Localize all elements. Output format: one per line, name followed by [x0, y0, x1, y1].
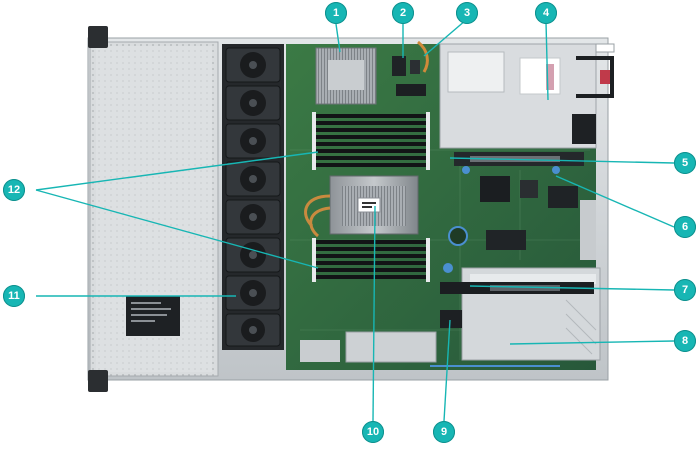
dimm-slots-lower: [312, 238, 430, 282]
callout-12: 12: [3, 179, 25, 201]
callout-6: 6: [674, 216, 696, 238]
callout-4: 4: [535, 2, 557, 24]
callout-9: 9: [433, 421, 455, 443]
psu-handle: [576, 56, 614, 98]
fan-modules: [225, 47, 281, 347]
front-handle-bottom: [88, 370, 108, 392]
callout-3: 3: [456, 2, 478, 24]
leader-lines: [35, 19, 675, 422]
cpu-label: [357, 197, 381, 213]
callout-2: 2: [392, 2, 414, 24]
dimm-slots-upper: [312, 112, 430, 170]
front-handle-top: [88, 26, 108, 48]
callout-5: 5: [674, 152, 696, 174]
callout-10: 10: [362, 421, 384, 443]
callout-7: 7: [674, 279, 696, 301]
callout-1: 1: [325, 2, 347, 24]
callout-11: 11: [3, 285, 25, 307]
callout-8: 8: [674, 330, 696, 352]
